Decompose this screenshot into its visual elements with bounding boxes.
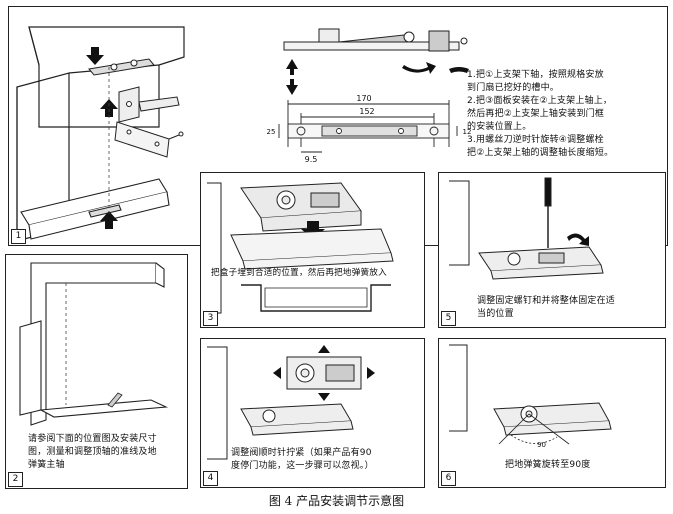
panel-3-illustration <box>207 182 394 314</box>
arrow-down-1 <box>86 47 104 65</box>
dim-inner: 152 <box>359 107 374 116</box>
wall-outline <box>449 180 470 266</box>
floor-mark <box>107 392 123 408</box>
panel-5-text: 调整固定螺钉和并将整体固定在适 当的位置 <box>477 296 616 319</box>
spring-rotated <box>493 402 612 436</box>
rotate-arrow-5 <box>567 233 589 246</box>
arrow-down-3 <box>301 221 325 239</box>
cement-box <box>230 228 394 270</box>
arrow-up-2 <box>100 211 118 229</box>
dim-height-left: 25 <box>267 128 276 136</box>
move-arrows <box>273 345 375 401</box>
panel-1-instructions: 1.把①上支架下轴，按照规格安放 到门扇已挖好的槽中。 2.把③面板安装在②上支… <box>467 70 614 158</box>
panel-6-number: 6 <box>441 471 456 486</box>
arrow-updown <box>286 59 298 95</box>
top-arm <box>118 86 180 123</box>
ground-pit <box>241 284 391 312</box>
spring-perspective <box>240 403 354 436</box>
panel-2: 请参阅下面的位置图及安装尺寸 图，测量和调整顶轴的准线及地 弹簧主轴 2 <box>5 254 188 489</box>
panel-6: 90 把地弹簧旋转至90度 6 <box>438 338 666 488</box>
dim-height-right: 12 <box>463 128 472 136</box>
panel-1-number: 1 <box>11 229 26 244</box>
dimension-drawing <box>278 100 458 153</box>
panel-2-number: 2 <box>8 472 23 487</box>
panel-3-number: 3 <box>203 311 218 326</box>
panel-6-illustration: 90 <box>449 344 612 449</box>
panel-3: 把盒子埋到合适的位置，然后再把地弹簧放入 3 <box>200 172 425 328</box>
panel-5-number: 5 <box>441 311 456 326</box>
installed-spring <box>478 246 604 280</box>
figure-caption: 图 4 产品安装调节示意图 <box>268 494 405 508</box>
panel-3-text: 把盒子埋到合适的位置，然后再把地弹簧放入 <box>211 268 387 278</box>
top-assembly-detail <box>283 28 468 52</box>
panel-5: 调整固定螺钉和并将整体固定在适 当的位置 5 <box>438 172 666 328</box>
wall-outline <box>449 344 468 432</box>
rotate-arrows <box>402 62 469 74</box>
panel-6-text: 把地弹簧旋转至90度 <box>505 460 591 470</box>
arrow-up-1 <box>100 99 118 117</box>
angle-indicator <box>498 413 570 445</box>
spring-top-view <box>286 356 362 390</box>
door-frame-outline <box>19 262 169 426</box>
panel-4-illustration <box>207 345 375 460</box>
panel-2-illustration <box>19 262 169 426</box>
wall-outline <box>207 346 228 460</box>
dim-offset: 9.5 <box>305 155 318 164</box>
panel-1-illustration: 170 152 9.5 25 12 <box>16 26 472 242</box>
face-plate <box>114 121 184 158</box>
panel-5-illustration <box>449 177 604 280</box>
top-pivot-bracket <box>88 58 155 76</box>
panel-4-text: 调整阀顺时针拧紧（如果产品有90 度停门功能，这一步骤可以忽视。） <box>231 448 374 471</box>
wall-outline <box>207 182 222 314</box>
floor-slab <box>20 178 170 240</box>
dim-total: 170 <box>356 94 371 103</box>
floor-spring-body <box>240 182 362 232</box>
angle-label: 90 <box>537 441 546 449</box>
screwdriver <box>544 177 552 248</box>
panel-4: 调整阀顺时针拧紧（如果产品有90 度停门功能，这一步骤可以忽视。） 4 <box>200 338 425 488</box>
panel-4-number: 4 <box>203 471 218 486</box>
panel-2-text: 请参阅下面的位置图及安装尺寸 图，测量和调整顶轴的准线及地 弹簧主轴 <box>28 434 157 470</box>
